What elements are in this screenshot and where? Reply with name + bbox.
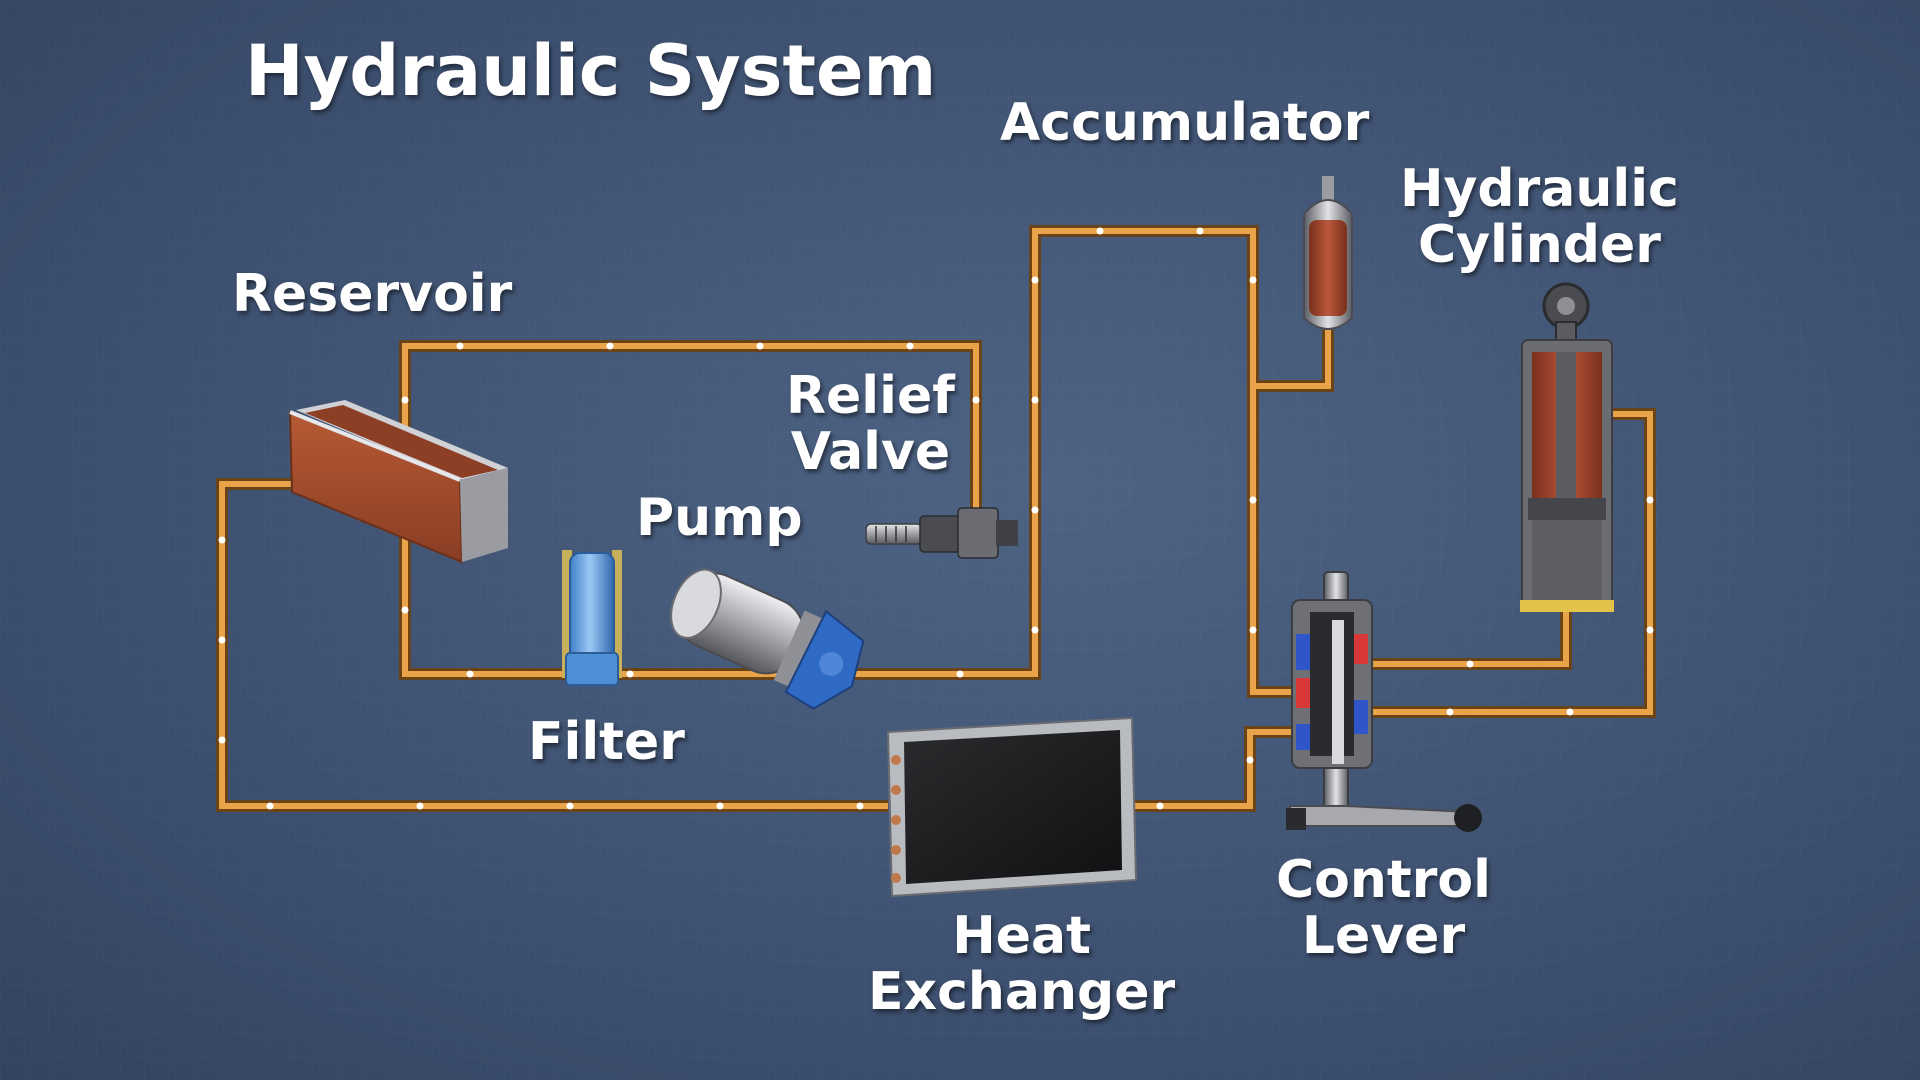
heat-exchanger-radiator <box>886 716 1138 898</box>
relief-valve <box>865 507 1018 559</box>
filter-canister <box>562 550 622 686</box>
hydraulic-cylinder <box>1520 282 1614 612</box>
label-hydraulic-cylinder: Hydraulic Cylinder <box>1400 159 1679 275</box>
reservoir-tank <box>288 400 508 564</box>
accumulator-vessel <box>1303 176 1353 330</box>
label-heat-exchanger: Heat Exchanger <box>868 906 1176 1022</box>
label-pump: Pump <box>636 488 803 548</box>
pump-unit <box>670 568 865 710</box>
label-accumulator: Accumulator <box>1000 93 1370 153</box>
flow-arrows <box>218 227 1654 810</box>
label-reservoir: Reservoir <box>232 264 513 324</box>
pipe-network <box>216 225 1656 812</box>
label-control-lever: Control Lever <box>1276 850 1491 966</box>
label-relief-valve: Relief Valve <box>786 366 955 482</box>
label-filter: Filter <box>528 712 685 772</box>
control-lever-handle <box>1286 804 1482 832</box>
diagram-title: Hydraulic System <box>245 30 937 112</box>
control-valve <box>1291 571 1373 819</box>
